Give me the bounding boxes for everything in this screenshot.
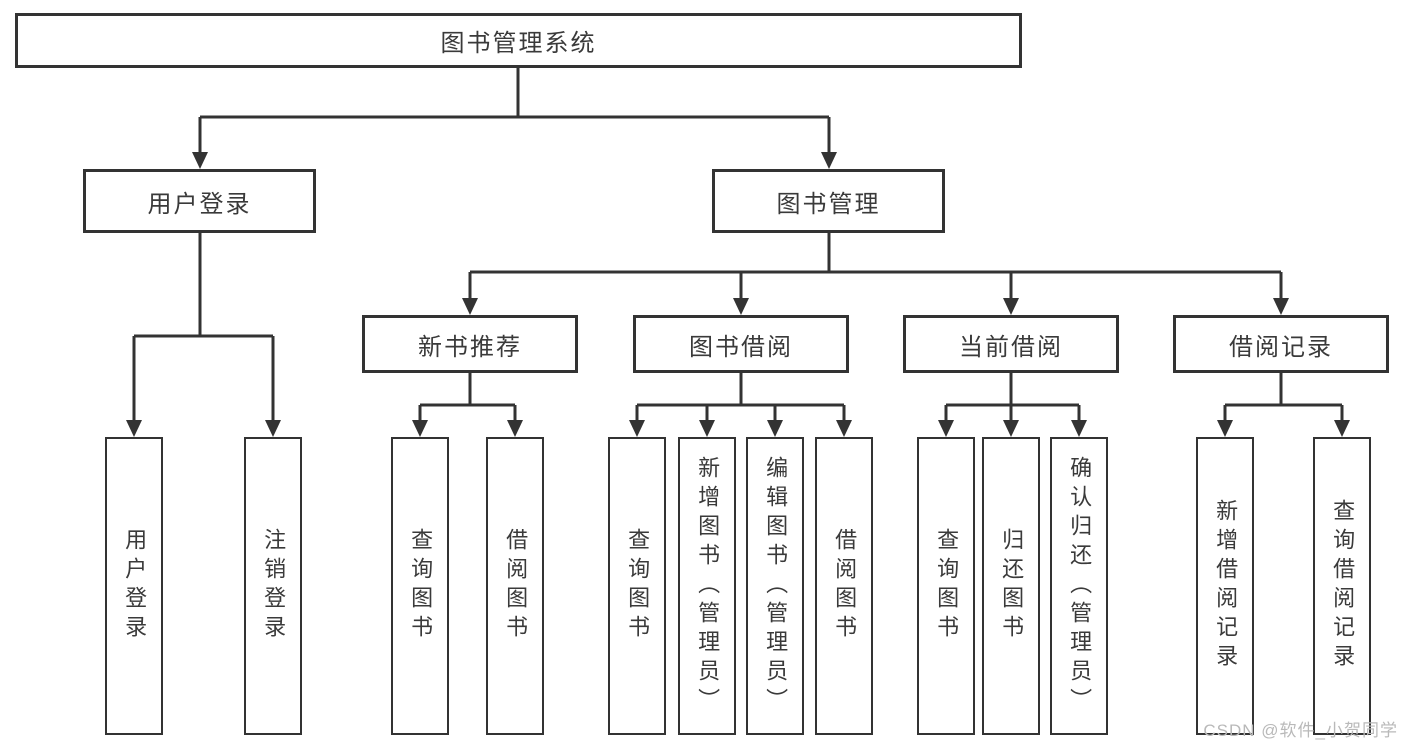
leaf-label: 用户登录	[122, 528, 148, 644]
leaf-add-borrow-record: 新增借阅记录	[1196, 437, 1254, 735]
leaf-edit-book-admin: 编辑图书（管理员）	[746, 437, 804, 735]
node-current-borrowing: 当前借阅	[903, 315, 1119, 373]
node-library-management-system: 图书管理系统	[15, 13, 1022, 68]
node-book-borrowing: 图书借阅	[633, 315, 849, 373]
node-label: 图书管理	[776, 190, 881, 218]
leaf-query-books-borrowing: 查询图书	[608, 437, 666, 735]
leaf-label: 新增图书（管理员）	[695, 455, 721, 717]
node-new-book-recommendation: 新书推荐	[362, 315, 578, 373]
leaf-label: 查询图书	[408, 528, 434, 644]
node-label: 当前借阅	[959, 333, 1063, 361]
leaf-label: 查询图书	[625, 528, 651, 644]
leaf-label: 新增借阅记录	[1213, 499, 1239, 673]
leaf-label: 注销登录	[261, 528, 287, 644]
node-label: 借阅记录	[1229, 333, 1333, 361]
leaf-label: 编辑图书（管理员）	[763, 455, 789, 717]
leaf-query-books-current: 查询图书	[917, 437, 975, 735]
leaf-label: 查询图书	[934, 528, 960, 644]
leaf-query-books-recommend: 查询图书	[391, 437, 449, 735]
leaf-label: 归还图书	[999, 528, 1025, 644]
node-label: 新书推荐	[418, 333, 522, 361]
leaf-add-book-admin: 新增图书（管理员）	[678, 437, 736, 735]
leaf-logout: 注销登录	[244, 437, 302, 735]
leaf-borrow-books-recommend: 借阅图书	[486, 437, 544, 735]
leaf-return-books: 归还图书	[982, 437, 1040, 735]
watermark-csdn: CSDN @软件_小贺同学	[1203, 721, 1398, 740]
leaf-borrow-books-borrowing: 借阅图书	[815, 437, 873, 735]
leaf-label: 借阅图书	[832, 528, 858, 644]
node-label: 用户登录	[147, 190, 252, 218]
leaf-label: 借阅图书	[503, 528, 529, 644]
node-borrowing-records: 借阅记录	[1173, 315, 1389, 373]
leaf-query-borrow-record: 查询借阅记录	[1313, 437, 1371, 735]
node-user-login: 用户登录	[83, 169, 316, 233]
leaf-label: 确认归还（管理员）	[1067, 455, 1093, 717]
leaf-label: 查询借阅记录	[1330, 499, 1356, 673]
node-book-management: 图书管理	[712, 169, 945, 233]
leaf-confirm-return-admin: 确认归还（管理员）	[1050, 437, 1108, 735]
leaf-user-login: 用户登录	[105, 437, 163, 735]
node-label: 图书借阅	[689, 333, 793, 361]
node-label: 图书管理系统	[440, 30, 597, 57]
